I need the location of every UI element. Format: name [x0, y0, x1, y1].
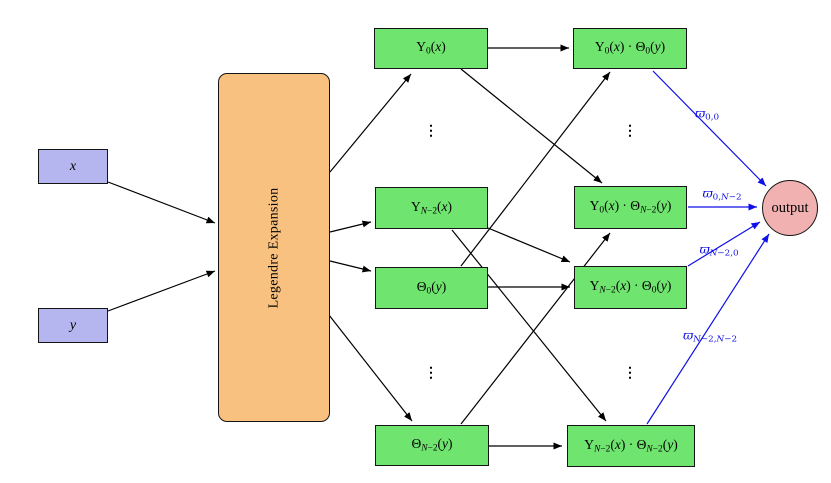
product-pN0-label: ΥN−2(x) · Θ0(y)	[589, 278, 672, 296]
product-p00-label: Υ0(x) · Θ0(y)	[594, 39, 666, 57]
output-node: output	[762, 180, 818, 236]
arrow-expansion-to-theta0	[329, 260, 372, 273]
arrow-upsilonN2-to-pN0	[487, 227, 571, 263]
basis-upsilon0-label: Υ0(x)	[416, 39, 446, 57]
basis-node-theta0: Θ0(y)	[375, 267, 488, 309]
weight-label-N2-0: ϖN−2,0	[699, 241, 739, 259]
vdots-basis-upper: ⋮	[424, 123, 438, 139]
vdots-basis-lower: ⋮	[424, 365, 438, 381]
product-node-p0N: Υ0(x) · ΘN−2(y)	[574, 186, 687, 229]
arrow-x-to-expansion	[107, 181, 216, 224]
product-node-pN0: ΥN−2(x) · Θ0(y)	[574, 266, 687, 309]
arrow-upsilon0-to-p0N	[460, 68, 603, 184]
arrow-expansion-to-thetaN2	[328, 314, 413, 422]
input-y-label: y	[69, 317, 77, 333]
basis-node-upsilon0: Υ0(x)	[374, 28, 488, 69]
arrow-p00-to-output	[652, 70, 767, 187]
arrow-expansion-to-upsilon0	[329, 73, 412, 173]
arrow-expansion-to-upsilonN2	[329, 220, 372, 233]
arrow-pN0-to-output	[687, 221, 761, 267]
output-label: output	[771, 199, 809, 216]
input-node-y: y	[38, 308, 108, 343]
legendre-expansion-label: Legendre Expansion	[266, 187, 282, 308]
vdots-product-lower: ⋮	[623, 365, 637, 381]
vdots-product-upper: ⋮	[623, 123, 637, 139]
arrow-upsilonN2-to-pNN	[451, 229, 607, 422]
input-x-label: x	[69, 158, 77, 174]
weight-label-0-N2: ϖ0,N−2	[702, 185, 742, 203]
basis-upsilonN2-label: ΥN−2(x)	[410, 198, 453, 216]
arrow-pNN-to-output	[646, 233, 770, 425]
basis-thetaN2-label: ΘN−2(y)	[411, 436, 453, 454]
product-p0N-label: Υ0(x) · ΘN−2(y)	[589, 198, 672, 216]
basis-node-upsilonN2: ΥN−2(x)	[375, 187, 488, 229]
arrow-thetaN2-to-p0N	[460, 232, 611, 425]
arrow-theta0-to-p00	[460, 71, 611, 267]
input-node-x: x	[38, 149, 108, 184]
weight-label-N2-N2: ϖN−2,N−2	[682, 327, 738, 345]
product-node-p00: Υ0(x) · Θ0(y)	[573, 28, 687, 69]
arrow-y-to-expansion	[107, 270, 216, 312]
legendre-expansion-block: Legendre Expansion	[218, 73, 330, 422]
basis-node-thetaN2: ΘN−2(y)	[375, 425, 489, 466]
product-pNN-label: ΥN−2(x) · ΘN−2(y)	[584, 436, 678, 454]
weight-label-0-0: ϖ0,0	[694, 105, 720, 123]
product-node-pNN: ΥN−2(x) · ΘN−2(y)	[567, 425, 695, 467]
basis-theta0-label: Θ0(y)	[416, 278, 447, 296]
